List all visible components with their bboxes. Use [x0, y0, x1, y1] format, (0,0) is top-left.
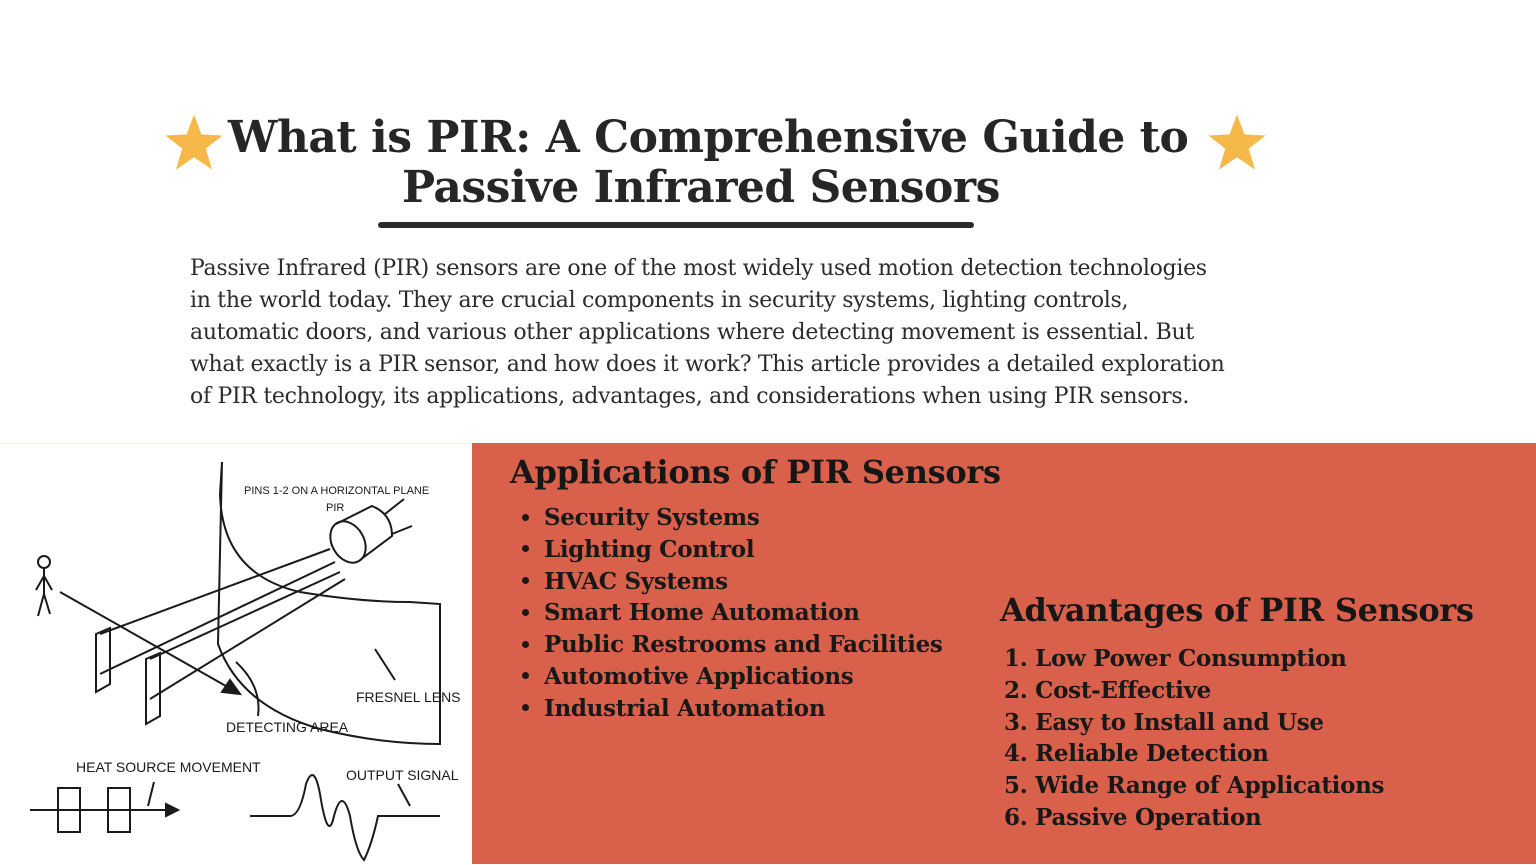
intro-line: Passive Infrared (PIR) sensors are one o… — [190, 256, 1207, 281]
label-detecting-area: DETECTING AREA — [226, 719, 349, 735]
bullet-icon — [522, 545, 529, 553]
label-pir: PIR — [326, 502, 344, 514]
title-underline — [378, 222, 974, 228]
bullet-icon — [522, 640, 529, 648]
list-item: Public Restrooms and Facilities — [522, 629, 943, 661]
label-output-signal: OUTPUT SIGNAL — [346, 767, 459, 783]
list-item: 3. Easy to Install and Use — [1004, 708, 1324, 736]
list-item: Lighting Control — [522, 534, 943, 566]
intro-line: in the world today. They are crucial com… — [190, 288, 1129, 313]
list-item: 6. Passive Operation — [1004, 803, 1262, 831]
bullet-icon — [522, 672, 529, 680]
applications-heading: Applications of PIR Sensors — [510, 453, 1001, 491]
intro-line: of PIR technology, its applications, adv… — [190, 384, 1190, 409]
label-heat-source: HEAT SOURCE MOVEMENT — [76, 759, 261, 775]
bullet-icon — [522, 577, 529, 585]
list-item: 1. Low Power Consumption — [1004, 645, 1347, 672]
star-icon — [1208, 114, 1266, 170]
advantages-heading: Advantages of PIR Sensors — [1000, 591, 1474, 629]
bullet-icon — [522, 704, 529, 712]
bullet-icon — [522, 513, 529, 521]
list-item: 4. Reliable Detection — [1004, 740, 1269, 768]
list-item: Smart Home Automation — [522, 597, 943, 629]
applications-list: Security Systems Lighting Control HVAC S… — [522, 502, 943, 725]
label-fresnel-lens: FRESNEL LENS — [356, 689, 461, 705]
list-item: Industrial Automation — [522, 693, 943, 725]
list-item: 5. Wide Range of Applications — [1004, 772, 1385, 800]
advantages-list: 1. Low Power Consumption 2. Cost-Effecti… — [1004, 643, 1385, 834]
list-item: Automotive Applications — [522, 661, 943, 693]
intro-line: what exactly is a PIR sensor, and how do… — [190, 352, 1225, 377]
page-title: What is PIR: A Comprehensive Guide to Pa… — [0, 112, 1536, 222]
star-icon — [165, 114, 223, 170]
list-item: HVAC Systems — [522, 566, 943, 598]
bullet-icon — [522, 608, 529, 616]
label-pins: PINS 1-2 ON A HORIZONTAL PLANE — [244, 485, 429, 497]
list-item: Security Systems — [522, 502, 943, 534]
pir-diagram-panel: PINS 1-2 ON A HORIZONTAL PLANE PIR FRESN… — [0, 443, 472, 865]
bottom-section: PINS 1-2 ON A HORIZONTAL PLANE PIR FRESN… — [0, 443, 1536, 865]
info-panel: Applications of PIR Sensors Security Sys… — [472, 443, 1536, 864]
list-item: 2. Cost-Effective — [1004, 676, 1211, 704]
title-line-1: What is PIR: A Comprehensive Guide to — [228, 112, 1189, 163]
title-line-2: Passive Infrared Sensors — [402, 162, 1000, 213]
pir-diagram: PINS 1-2 ON A HORIZONTAL PLANE PIR FRESN… — [30, 461, 461, 862]
intro-line: automatic doors, and various other appli… — [190, 320, 1194, 345]
intro-paragraph: Passive Infrared (PIR) sensors are one o… — [190, 253, 1330, 413]
